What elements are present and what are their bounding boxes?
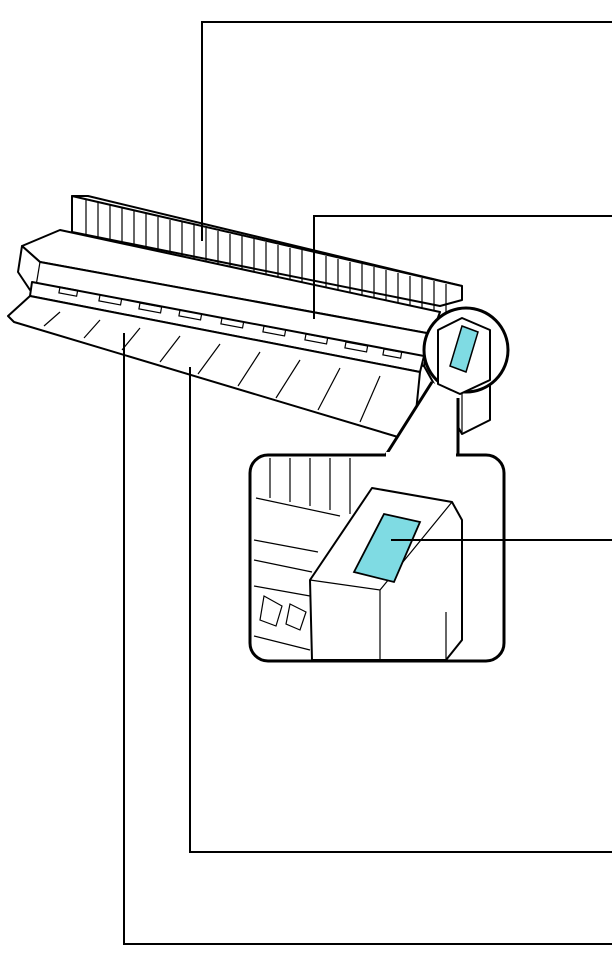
leader-top-cover [313, 215, 612, 319]
indicator-callout-circle [422, 306, 510, 395]
leader-feed-slot [189, 367, 612, 853]
closeup-body-left [253, 539, 319, 651]
output-tray-ribs [43, 311, 381, 423]
feed-rollers [58, 286, 403, 359]
scanner-body [7, 229, 491, 441]
closeup-panel [248, 381, 506, 663]
status-indicator-led [352, 512, 422, 584]
leader-paper-guide [201, 21, 612, 241]
callout-leaders [123, 21, 612, 945]
leader-output-tray [123, 333, 612, 945]
indicator-led-small [449, 325, 479, 373]
closeup-guide-ribs [255, 458, 351, 517]
